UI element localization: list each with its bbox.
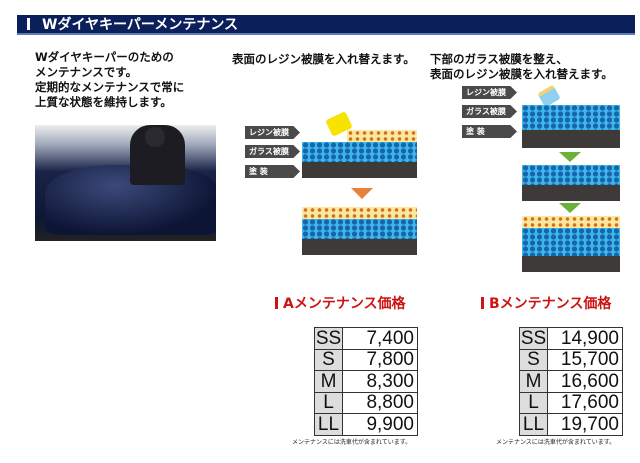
layer-diagram-step1 xyxy=(522,105,620,148)
plan-b-note: メンテナンスには洗車代が含まれています。 xyxy=(496,439,616,446)
plan-b-caption: 下部のガラス被膜を整え、 表面のレジン被膜を入れ替えます。 xyxy=(430,52,613,82)
intro-line: 定期的なメンテナンスで常に xyxy=(35,80,185,94)
label-resin: レジン被膜 xyxy=(245,126,300,139)
price-cell: 7,800 xyxy=(342,348,418,371)
size-cell: SS xyxy=(314,327,343,350)
intro-line: メンテナンスです。 xyxy=(35,65,138,79)
price-cell: 17,600 xyxy=(547,391,623,414)
price-cell: 7,400 xyxy=(342,327,418,350)
caption-line: 表面のレジン被膜を入れ替えます。 xyxy=(430,67,613,81)
size-cell: LL xyxy=(314,413,343,436)
plan-a-title-text: Aメンテナンス価格 xyxy=(283,296,406,312)
label-paint: 塗 装 xyxy=(245,165,300,178)
plan-a-price-title: Aメンテナンス価格 xyxy=(275,293,406,313)
caption-line: 下部のガラス被膜を整え、 xyxy=(430,52,568,66)
intro-line: Wダイヤキーパーのための xyxy=(35,50,174,64)
size-cell: L xyxy=(314,391,343,414)
label-resin: レジン被膜 xyxy=(462,86,517,99)
label-glass: ガラス被膜 xyxy=(245,145,300,158)
car-photo xyxy=(35,125,216,241)
size-cell: S xyxy=(314,348,343,371)
size-cell: L xyxy=(519,391,548,414)
plan-a-caption: 表面のレジン被膜を入れ替えます。 xyxy=(232,52,415,66)
sponge-icon xyxy=(537,84,561,108)
price-cell: 19,700 xyxy=(547,413,623,436)
price-cell: 16,600 xyxy=(547,370,623,393)
label-paint: 塗 装 xyxy=(462,125,517,138)
price-cell: 9,900 xyxy=(342,413,418,436)
size-cell: M xyxy=(519,370,548,393)
layer-diagram-after xyxy=(302,207,417,255)
plan-b-title-text: Bメンテナンス価格 xyxy=(489,296,612,312)
arrow-down-icon xyxy=(351,188,373,199)
layer-diagram-step2 xyxy=(522,165,620,201)
intro-text: Wダイヤキーパーのための メンテナンスです。 定期的なメンテナンスで常に 上質な… xyxy=(35,50,184,110)
label-glass: ガラス被膜 xyxy=(462,105,517,118)
section-title: Wダイヤキーパーメンテナンス xyxy=(42,17,239,33)
price-cell: 14,900 xyxy=(547,327,623,350)
price-cell: 8,800 xyxy=(342,391,418,414)
price-cell: 15,700 xyxy=(547,348,623,371)
title-marker xyxy=(27,18,30,30)
plan-a-note: メンテナンスには洗車代が含まれています。 xyxy=(292,439,412,446)
arrow-down-icon xyxy=(559,152,581,162)
plan-b-price-title: Bメンテナンス価格 xyxy=(481,293,611,313)
size-cell: LL xyxy=(519,413,548,436)
price-cell: 8,300 xyxy=(342,370,418,393)
size-cell: S xyxy=(519,348,548,371)
size-cell: SS xyxy=(519,327,548,350)
section-title-bar: Wダイヤキーパーメンテナンス xyxy=(17,15,635,35)
layer-diagram-before xyxy=(302,130,417,178)
intro-line: 上質な状態を維持します。 xyxy=(35,95,172,109)
layer-diagram-step3 xyxy=(522,216,620,272)
size-cell: M xyxy=(314,370,343,393)
arrow-down-icon xyxy=(559,203,581,213)
